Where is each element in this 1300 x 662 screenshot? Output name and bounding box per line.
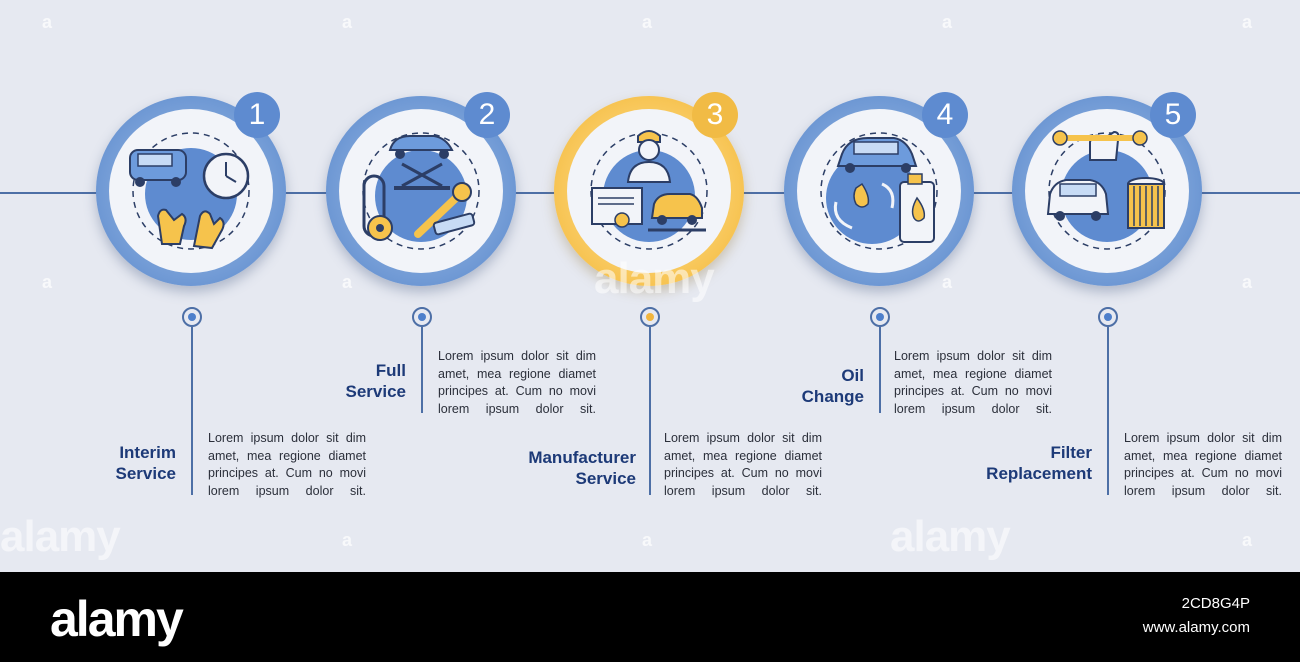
connector-line (1107, 327, 1109, 495)
car-lift-wrench-icon (362, 132, 480, 250)
watermark-mark: a (942, 12, 953, 32)
infographic-canvas: 1 Interim Service Lorem ipsum dolor sit … (0, 0, 1300, 572)
step-5: 5 Filter Replacement Lorem ipsum dolor s… (986, 0, 1282, 572)
watermark-mark: a (1242, 530, 1253, 550)
filter-wrench-icon (1046, 130, 1166, 250)
step-2: 2 Full Service Lorem ipsum dolor sit dim… (302, 0, 596, 572)
step-number-badge: 3 (692, 92, 738, 138)
watermark-text: alamy (594, 254, 715, 303)
step-number-badge: 4 (922, 92, 968, 138)
step-4: 4 Oil Change Lorem ipsum dolor sit dim a… (760, 0, 1052, 572)
step-description: Lorem ipsum dolor sit dim amet, mea regi… (1124, 431, 1282, 498)
step-title: Interim Service (115, 443, 177, 483)
timeline-node (412, 307, 432, 327)
watermark-mark: a (342, 12, 353, 32)
step-number-badge: 2 (464, 92, 510, 138)
step-number-badge: 1 (234, 92, 280, 138)
watermark-mark: a (1242, 272, 1253, 292)
step-title: Manufacturer Service (528, 448, 636, 488)
watermark-mark: a (1242, 12, 1253, 32)
watermark-mark: a (42, 12, 53, 32)
watermark-mark: a (642, 12, 653, 32)
timeline-node (1098, 307, 1118, 327)
oil-canister-icon (820, 132, 938, 250)
step-number-badge: 5 (1150, 92, 1196, 138)
timeline-node (640, 307, 660, 327)
connector-line (879, 327, 881, 413)
alamy-logo: alamy (50, 591, 184, 647)
watermark-text: alamy (0, 512, 121, 561)
stock-footer: alamy 2CD8G4P www.alamy.com (0, 572, 1300, 662)
step-description: Lorem ipsum dolor sit dim amet, mea regi… (664, 431, 822, 498)
watermark-mark: a (342, 272, 353, 292)
car-clock-gloves-icon (129, 132, 250, 250)
connector-line (191, 327, 193, 495)
connector-line (421, 327, 423, 413)
step-title: Oil Change (801, 366, 864, 406)
timeline-node (870, 307, 890, 327)
timeline-node (182, 307, 202, 327)
step-description: Lorem ipsum dolor sit dim amet, mea regi… (894, 349, 1052, 416)
watermark-mark: a (642, 530, 653, 550)
step-description: Lorem ipsum dolor sit dim amet, mea regi… (208, 431, 366, 498)
site-url: www.alamy.com (1142, 619, 1250, 636)
step-title: Full Service (345, 361, 407, 401)
watermark-mark: a (42, 272, 53, 292)
image-id: 2CD8G4P (1181, 595, 1250, 612)
connector-line (649, 327, 651, 495)
mechanic-certificate-icon (590, 130, 708, 250)
watermark-mark: a (942, 272, 953, 292)
step-1: 1 Interim Service Lorem ipsum dolor sit … (72, 0, 366, 572)
step-3: 3 Manufacturer Service Lorem ipsum dolor… (528, 0, 822, 572)
step-description: Lorem ipsum dolor sit dim amet, mea regi… (438, 349, 596, 416)
watermark-mark: a (342, 530, 353, 550)
watermark-text: alamy (890, 512, 1011, 561)
step-title: Filter Replacement (986, 443, 1092, 483)
